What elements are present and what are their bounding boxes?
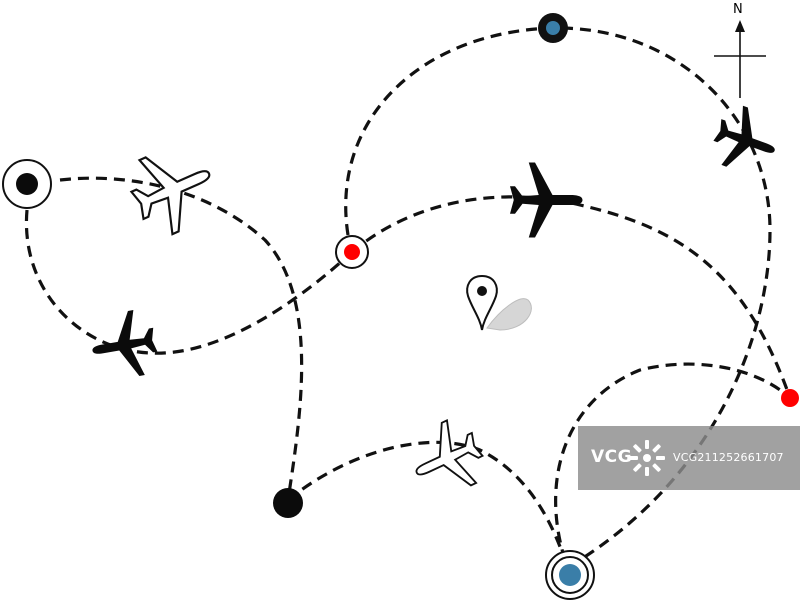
stop-right-red [781, 389, 799, 407]
route-bottom-left [286, 440, 570, 571]
route-top-arc [344, 26, 772, 562]
airplane-outline-icon [119, 135, 227, 244]
route-top-left-to-bottom [59, 176, 304, 501]
airplane-outline-icon [401, 412, 493, 505]
stop-bottom-blue [545, 550, 595, 600]
route-middle-arc [350, 195, 792, 399]
location-pin-icon [466, 274, 532, 331]
stop-top-center [538, 13, 568, 43]
north-arrow-icon [714, 20, 766, 98]
route-bottom-right-loop [554, 362, 792, 561]
route-left-loop [24, 209, 354, 355]
airplane-icon [510, 162, 583, 238]
watermark-banner: VCG VCG211252661707 [578, 426, 800, 490]
airplane-icon [86, 307, 162, 384]
watermark-image-id: VCG211252661707 [673, 451, 784, 464]
flight-routes [24, 26, 792, 571]
stop-bottom-left [273, 488, 303, 518]
watermark-logo-icon [629, 440, 665, 476]
stop-top-left [2, 159, 52, 209]
airplane-icon [706, 100, 786, 181]
airport-stops [2, 13, 799, 600]
stop-middle-red [335, 235, 369, 269]
compass-north-label: N [733, 2, 743, 17]
watermark-brand: VCG [591, 447, 633, 467]
